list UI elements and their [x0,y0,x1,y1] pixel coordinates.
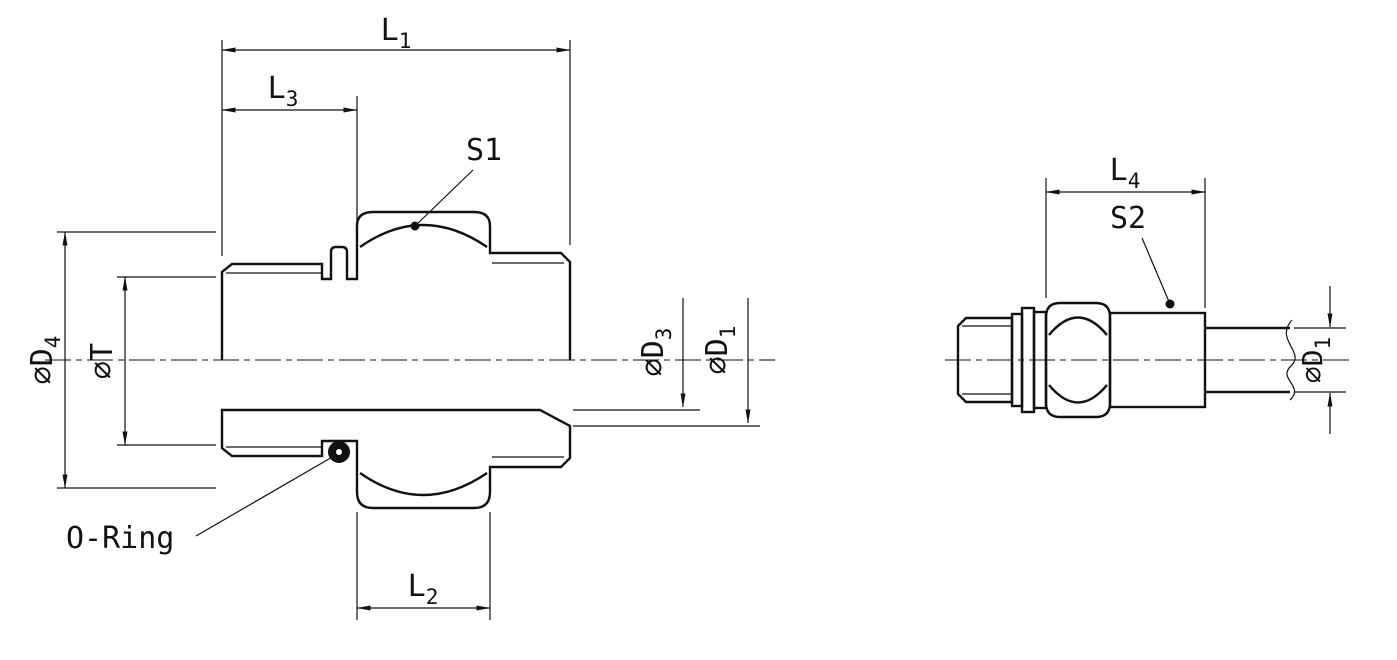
right-figure [956,301,1296,419]
dimension-d3: ⌀D3 [636,298,686,408]
d3-label: ⌀D3 [636,328,676,377]
s1-leader-line [414,169,474,227]
dimension-d1-right: ⌀D1 [1294,286,1346,434]
l1-label: L1 [381,13,412,53]
t-label: ⌀T [85,343,120,379]
left-figure [220,210,760,510]
d4-label: ⌀D4 [25,336,65,385]
d1-label: ⌀D1 [700,326,740,375]
dimension-l4: L4 [1045,153,1206,308]
right-hex-crown-arc-bottom [1048,384,1108,404]
s1-leader-dot [410,221,420,231]
l3-label: L3 [268,71,299,111]
dimension-l2: L2 [356,512,491,620]
s2-leader-dot [1165,299,1175,309]
d1r-label: ⌀D1 [1296,337,1335,383]
callout-s2: S2 [1110,201,1175,309]
dimension-t: ⌀T [85,276,216,446]
tube-break-symbol [1285,319,1296,401]
hex-crown-arc-bottom [359,472,488,497]
left-figure-dimensions: L1 L3 L2 ⌀D4 ⌀T [25,13,751,620]
dimension-d1: ⌀D1 [700,298,751,424]
l2-label: L2 [408,569,439,609]
right-hex-crown-arc-top [1048,316,1108,336]
s2-leader-line [1141,237,1171,305]
l4-label: L4 [1110,153,1141,193]
dimension-d4: ⌀D4 [25,231,216,489]
hex-crown-arc-top [359,223,488,248]
right-body-outline [1108,311,1207,409]
oring-label: O-Ring [66,521,174,556]
left-fitting-section [220,408,572,510]
callout-oring: O-Ring [66,455,335,556]
left-fitting-upper-outline [220,210,572,360]
callout-s1: S1 [410,133,502,231]
right-figure-dimensions: L4 S2 ⌀D1 [1045,153,1346,434]
dimension-l3: L3 [221,71,358,230]
o-ring-section-center [336,449,342,455]
dimension-l1: L1 [221,13,571,256]
s1-label: S1 [466,133,502,168]
s2-label: S2 [1110,201,1146,236]
oring-leader-line [195,455,335,537]
